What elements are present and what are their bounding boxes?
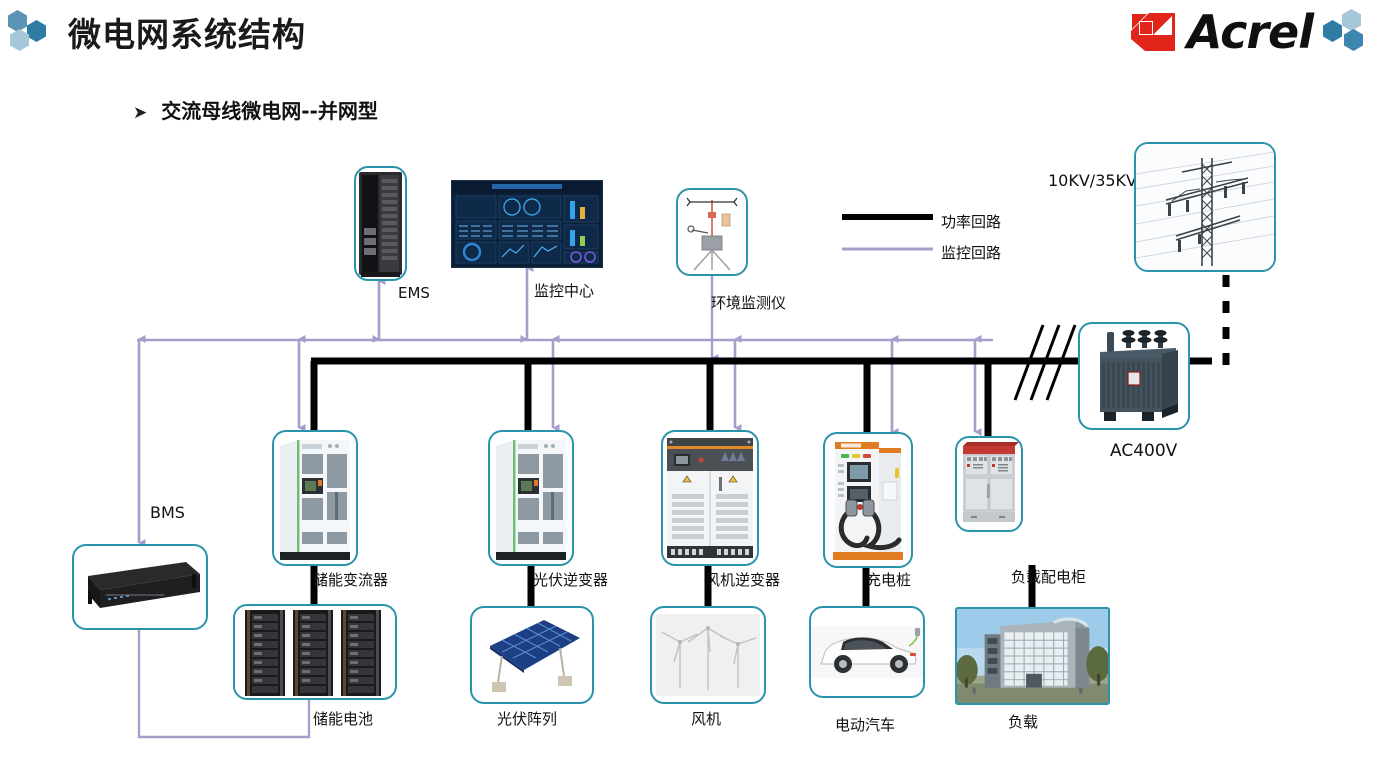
page-title: 微电网系统结构 bbox=[68, 15, 306, 54]
legend-label-monitor: 监控回路 bbox=[941, 244, 1002, 262]
node-label-charger: 充电桩 bbox=[866, 571, 912, 589]
node-label-env-monitor: 环境监测仪 bbox=[711, 294, 787, 312]
node-bms[interactable] bbox=[72, 544, 208, 630]
arrow-bullet-icon: ➤ bbox=[133, 103, 148, 123]
node-ems[interactable] bbox=[354, 166, 407, 281]
bms-controller-icon bbox=[88, 562, 200, 608]
node-label-ems: EMS bbox=[398, 284, 430, 302]
node-pv-inverter[interactable] bbox=[488, 430, 574, 566]
bms-label: BMS bbox=[150, 503, 185, 522]
dashboard-screen-icon bbox=[452, 181, 602, 267]
node-label-wind-inverter: 风机逆变器 bbox=[705, 571, 781, 589]
transmission-tower-icon bbox=[1136, 144, 1274, 270]
node-grid-tower[interactable] bbox=[1134, 142, 1276, 272]
hexagon-cluster-icon bbox=[8, 10, 52, 54]
electric-car-icon bbox=[811, 626, 923, 678]
node-label-monitor-center: 监控中心 bbox=[534, 282, 595, 300]
brand-logo: Acrel bbox=[1127, 4, 1377, 60]
section-subheading: ➤ 交流母线微电网--并网型 bbox=[133, 95, 378, 124]
node-label-wind-turbine: 风机 bbox=[691, 710, 722, 728]
hexagon-cluster-icon bbox=[1323, 9, 1377, 55]
node-pcs[interactable] bbox=[272, 430, 358, 566]
node-label-load-cabinet: 负载配电柜 bbox=[1011, 568, 1087, 586]
battery-rack-icon bbox=[245, 610, 381, 696]
node-battery[interactable] bbox=[233, 604, 397, 700]
monitoring-branch-down bbox=[297, 341, 982, 436]
power-line-icon bbox=[842, 214, 933, 220]
weather-station-icon bbox=[686, 197, 738, 271]
brand-name: Acrel bbox=[1186, 5, 1314, 59]
monitoring-branch-up bbox=[372, 264, 534, 343]
distribution-cabinet-icon bbox=[963, 442, 1019, 522]
server-rack-icon bbox=[359, 172, 402, 277]
node-label-ev-car: 电动汽车 bbox=[835, 716, 896, 734]
subheading-text: 交流母线微电网--并网型 bbox=[161, 99, 378, 123]
wind-turbine-icon bbox=[656, 614, 760, 696]
acrel-diamond-icon bbox=[1127, 9, 1179, 55]
node-load-cabinet[interactable] bbox=[955, 436, 1023, 532]
monitoring-branch-tips bbox=[297, 335, 982, 432]
node-label-pv-inverter: 光伏逆变器 bbox=[533, 571, 609, 589]
power-drops bbox=[310, 361, 992, 436]
bms-battery-link bbox=[137, 630, 311, 739]
power-links-lower bbox=[310, 565, 1036, 607]
node-pv-array[interactable] bbox=[470, 606, 594, 704]
node-charger[interactable] bbox=[823, 432, 913, 568]
ev-charger-icon bbox=[833, 442, 903, 560]
node-label-pv-array: 光伏阵列 bbox=[497, 710, 558, 728]
office-building-icon bbox=[957, 609, 1108, 703]
page-header: 微电网系统结构 Acrel bbox=[0, 0, 1385, 68]
node-load-building[interactable] bbox=[955, 607, 1110, 705]
node-transformer[interactable] bbox=[1078, 322, 1190, 430]
node-wind-turbine[interactable] bbox=[650, 606, 766, 704]
node-label-transformer: AC400V bbox=[1110, 441, 1178, 461]
node-env-monitor[interactable] bbox=[676, 188, 748, 276]
node-wind-inverter[interactable] bbox=[661, 430, 759, 566]
oil-transformer-icon bbox=[1100, 330, 1178, 421]
node-ev-car[interactable] bbox=[809, 606, 925, 698]
node-label-load-building: 负载 bbox=[1008, 713, 1039, 731]
wind-inverter-cabinet-icon bbox=[667, 438, 753, 558]
monitor-line-icon bbox=[842, 247, 933, 251]
grid-connection bbox=[1190, 275, 1230, 368]
pv-inverter-cabinet-icon bbox=[496, 440, 566, 560]
grid-voltage-label: 10KV/35KV bbox=[1048, 171, 1137, 190]
solar-panel-icon bbox=[490, 620, 580, 692]
node-monitor-center[interactable] bbox=[451, 180, 603, 268]
disconnect-switch-icon bbox=[1013, 324, 1077, 401]
node-label-pcs: 储能变流器 bbox=[313, 571, 389, 589]
legend-label-power: 功率回路 bbox=[941, 213, 1002, 231]
pcs-cabinet-icon bbox=[280, 440, 350, 560]
node-label-battery: 储能电池 bbox=[313, 710, 374, 728]
